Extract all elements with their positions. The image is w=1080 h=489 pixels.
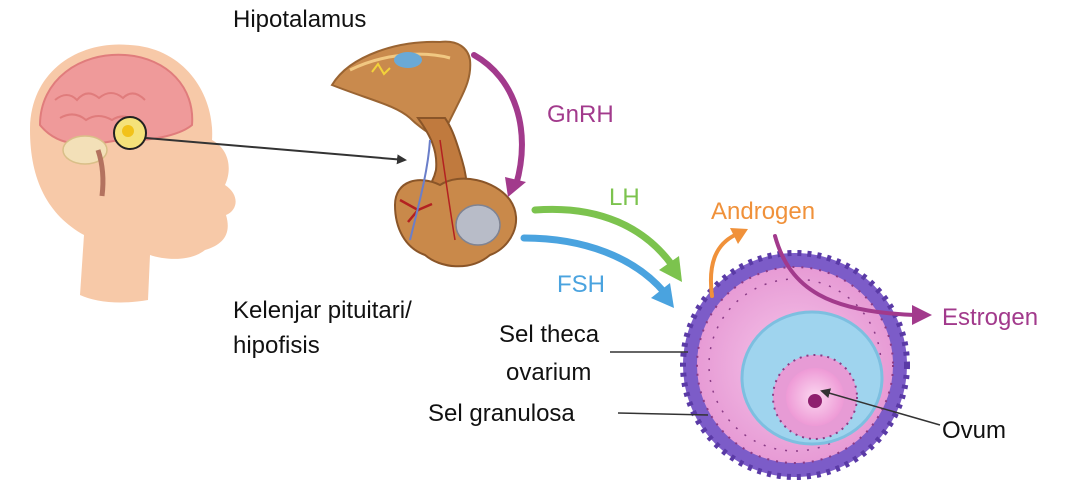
pituitary-label-line2: hipofisis [233,332,320,359]
fsh-label: FSH [557,271,605,298]
estrogen-arrow [773,234,932,325]
androgen-arrow [708,228,748,298]
pituitary-label-line1: Kelenjar pituitari/ [233,297,412,324]
gnrh-label: GnRH [547,101,614,128]
brainstem [95,149,106,197]
granulosa-pointer-line [617,412,709,416]
fsh-arrow [520,234,674,308]
follicle-illustration [680,250,910,480]
pituitary-illustration [330,40,517,268]
hypothalamus-label: Hipotalamus [233,6,366,33]
theca-label-line2: ovarium [506,359,591,386]
head-to-pituitary-arrow [145,137,407,165]
granulosa-label: Sel granulosa [428,400,575,427]
ovum-nucleus [808,394,822,408]
head-illustration [30,44,236,303]
lh-arrow [531,205,682,282]
lh-label: LH [609,184,640,211]
hypothalamus-tissue [330,40,472,142]
theca-label-line1: Sel theca [499,321,600,348]
ovum-pointer-line [820,388,941,426]
gnrh-arrow [471,52,526,197]
estrogen-label: Estrogen [942,304,1038,331]
androgen-label: Androgen [711,198,815,225]
cerebellum [62,135,108,165]
ovum-label: Ovum [942,417,1006,444]
